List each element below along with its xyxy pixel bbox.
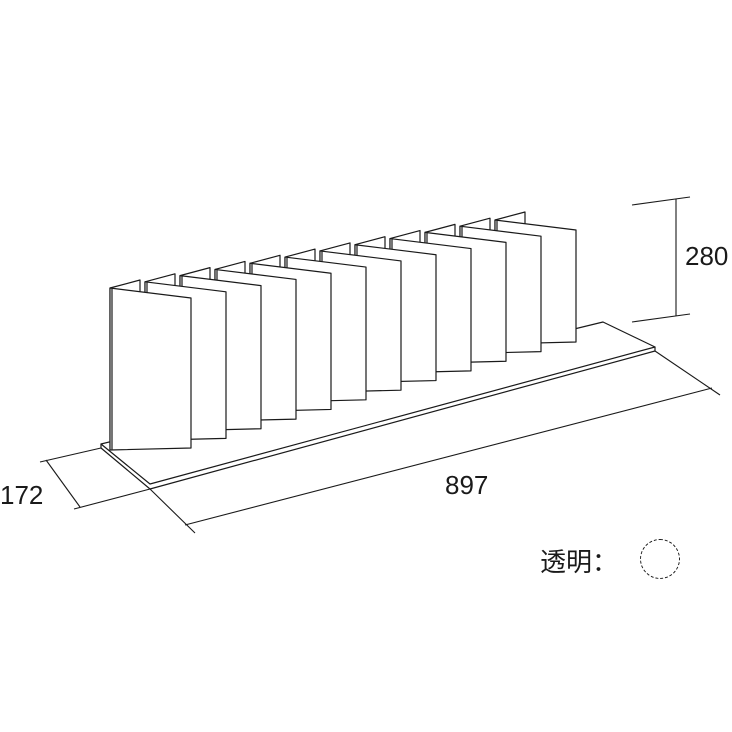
dashed-circle-icon (640, 539, 680, 579)
height-dimension-label: 280 (685, 241, 728, 271)
height-dimension: 280 (631, 196, 728, 323)
dividers-group (109, 211, 577, 451)
depth-dimension: 172 (0, 447, 151, 510)
legend: 透明： (540, 538, 690, 582)
divider-panel (109, 279, 192, 451)
width-dimension: 897 (149, 350, 721, 534)
legend-label: 透明： (540, 548, 619, 578)
depth-dimension-label: 172 (0, 480, 43, 510)
divider-front-face (109, 287, 192, 451)
width-dimension-label: 897 (445, 470, 488, 500)
